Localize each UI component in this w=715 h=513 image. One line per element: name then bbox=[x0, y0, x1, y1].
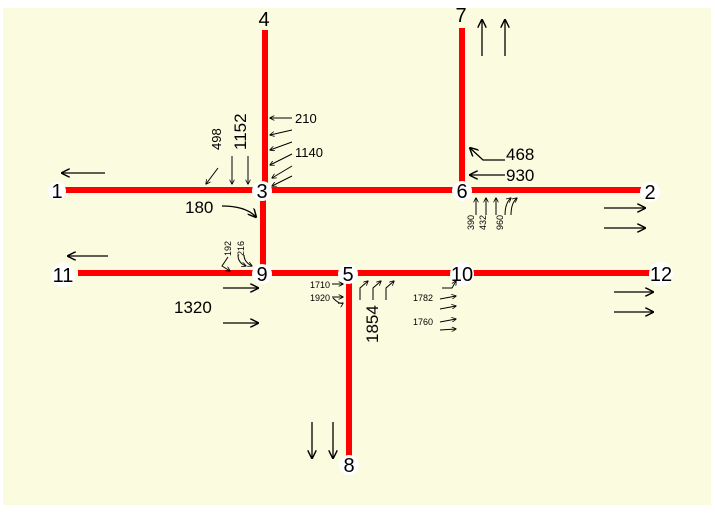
node-7-label: 7 bbox=[455, 5, 466, 27]
turn-arrow-216-a bbox=[237, 254, 246, 266]
turn-arrows-node-3 bbox=[206, 118, 293, 217]
flow-label-180: 180 bbox=[185, 198, 213, 217]
turn-arrows-node-10 bbox=[439, 281, 456, 330]
turn-arrow-10-a bbox=[442, 281, 456, 289]
node-5-marker bbox=[338, 264, 358, 284]
node-3-label: 3 bbox=[256, 181, 267, 203]
flow-label-1710: 1710 bbox=[310, 280, 330, 290]
flow-label-432: 432 bbox=[478, 215, 488, 230]
turn-arrow-498 bbox=[206, 167, 219, 184]
flow-label-210: 210 bbox=[295, 111, 317, 126]
turn-arrow-960-a bbox=[504, 198, 511, 216]
turn-arrow-1854-b bbox=[372, 281, 381, 300]
diagram-background bbox=[3, 8, 711, 505]
flow-label-468: 468 bbox=[506, 145, 534, 164]
turn-arrow-10-e bbox=[439, 329, 456, 330]
flow-label-390: 390 bbox=[466, 215, 476, 230]
flow-label-1854: 1854 bbox=[363, 305, 382, 343]
flow-label-1782: 1782 bbox=[413, 293, 433, 303]
node-2-marker bbox=[640, 182, 660, 202]
flow-label-1320: 1320 bbox=[174, 298, 212, 317]
flow-label-1760: 1760 bbox=[413, 317, 433, 327]
turn-arrow-180 bbox=[221, 205, 256, 217]
road-network bbox=[62, 28, 650, 460]
turn-arrow-10-c bbox=[439, 306, 456, 310]
flow-label-216: 216 bbox=[236, 241, 246, 256]
turn-arrows-node-9 bbox=[221, 254, 252, 271]
node-8-label: 8 bbox=[343, 455, 354, 477]
turn-arrow-1140 bbox=[270, 153, 293, 165]
turn-arrow-1854-a bbox=[359, 281, 368, 300]
turn-arrow-stack-3 bbox=[272, 165, 293, 178]
node-5-label: 5 bbox=[342, 264, 353, 286]
turn-arrow-1782 bbox=[439, 296, 456, 300]
node-3-marker bbox=[252, 181, 272, 201]
node-2-label: 2 bbox=[644, 182, 655, 204]
node-labels: 1 2 3 4 5 6 7 8 9 10 11 12 bbox=[51, 5, 672, 477]
node-9-label: 9 bbox=[256, 264, 267, 286]
node-12-marker bbox=[649, 262, 673, 286]
turn-arrow-stack-4 bbox=[272, 175, 293, 186]
node-8-marker bbox=[339, 455, 359, 475]
flow-label-1920: 1920 bbox=[310, 293, 330, 303]
turn-arrow-468 bbox=[470, 148, 505, 161]
direction-arrows bbox=[62, 20, 653, 458]
flow-label-960: 960 bbox=[495, 215, 505, 230]
flow-label-1140: 1140 bbox=[295, 145, 323, 160]
turn-arrow-5-c bbox=[332, 297, 343, 303]
flow-label-498: 498 bbox=[209, 128, 224, 150]
node-markers bbox=[48, 181, 673, 475]
flow-label-1152: 1152 bbox=[231, 113, 250, 150]
turn-arrow-216-b bbox=[243, 254, 252, 266]
flow-label-930: 930 bbox=[506, 166, 534, 185]
turn-arrow-stack-1 bbox=[270, 129, 293, 135]
turn-arrow-1854-c bbox=[385, 281, 394, 300]
flow-labels: 498 1152 210 1140 180 468 930 390 432 96… bbox=[174, 111, 534, 343]
turn-arrows-node-6 bbox=[470, 148, 517, 216]
node-11-label: 11 bbox=[53, 265, 74, 287]
node-11-marker bbox=[51, 263, 75, 287]
node-6-marker bbox=[452, 181, 472, 201]
turn-arrow-960-b bbox=[510, 198, 517, 216]
node-1-label: 1 bbox=[51, 181, 62, 203]
turn-arrow-stack-2 bbox=[270, 141, 293, 150]
node-9-marker bbox=[252, 264, 272, 284]
turn-arrows-node-5 bbox=[332, 281, 394, 303]
turn-arrow-1760 bbox=[439, 319, 456, 323]
node-12-label: 12 bbox=[650, 264, 672, 286]
turn-arrow-192 bbox=[221, 256, 230, 271]
node-6-label: 6 bbox=[456, 181, 467, 203]
node-1-marker bbox=[48, 182, 66, 200]
node-10-label: 10 bbox=[451, 264, 473, 286]
flow-label-192: 192 bbox=[223, 241, 233, 256]
node-4-label: 4 bbox=[258, 9, 269, 31]
